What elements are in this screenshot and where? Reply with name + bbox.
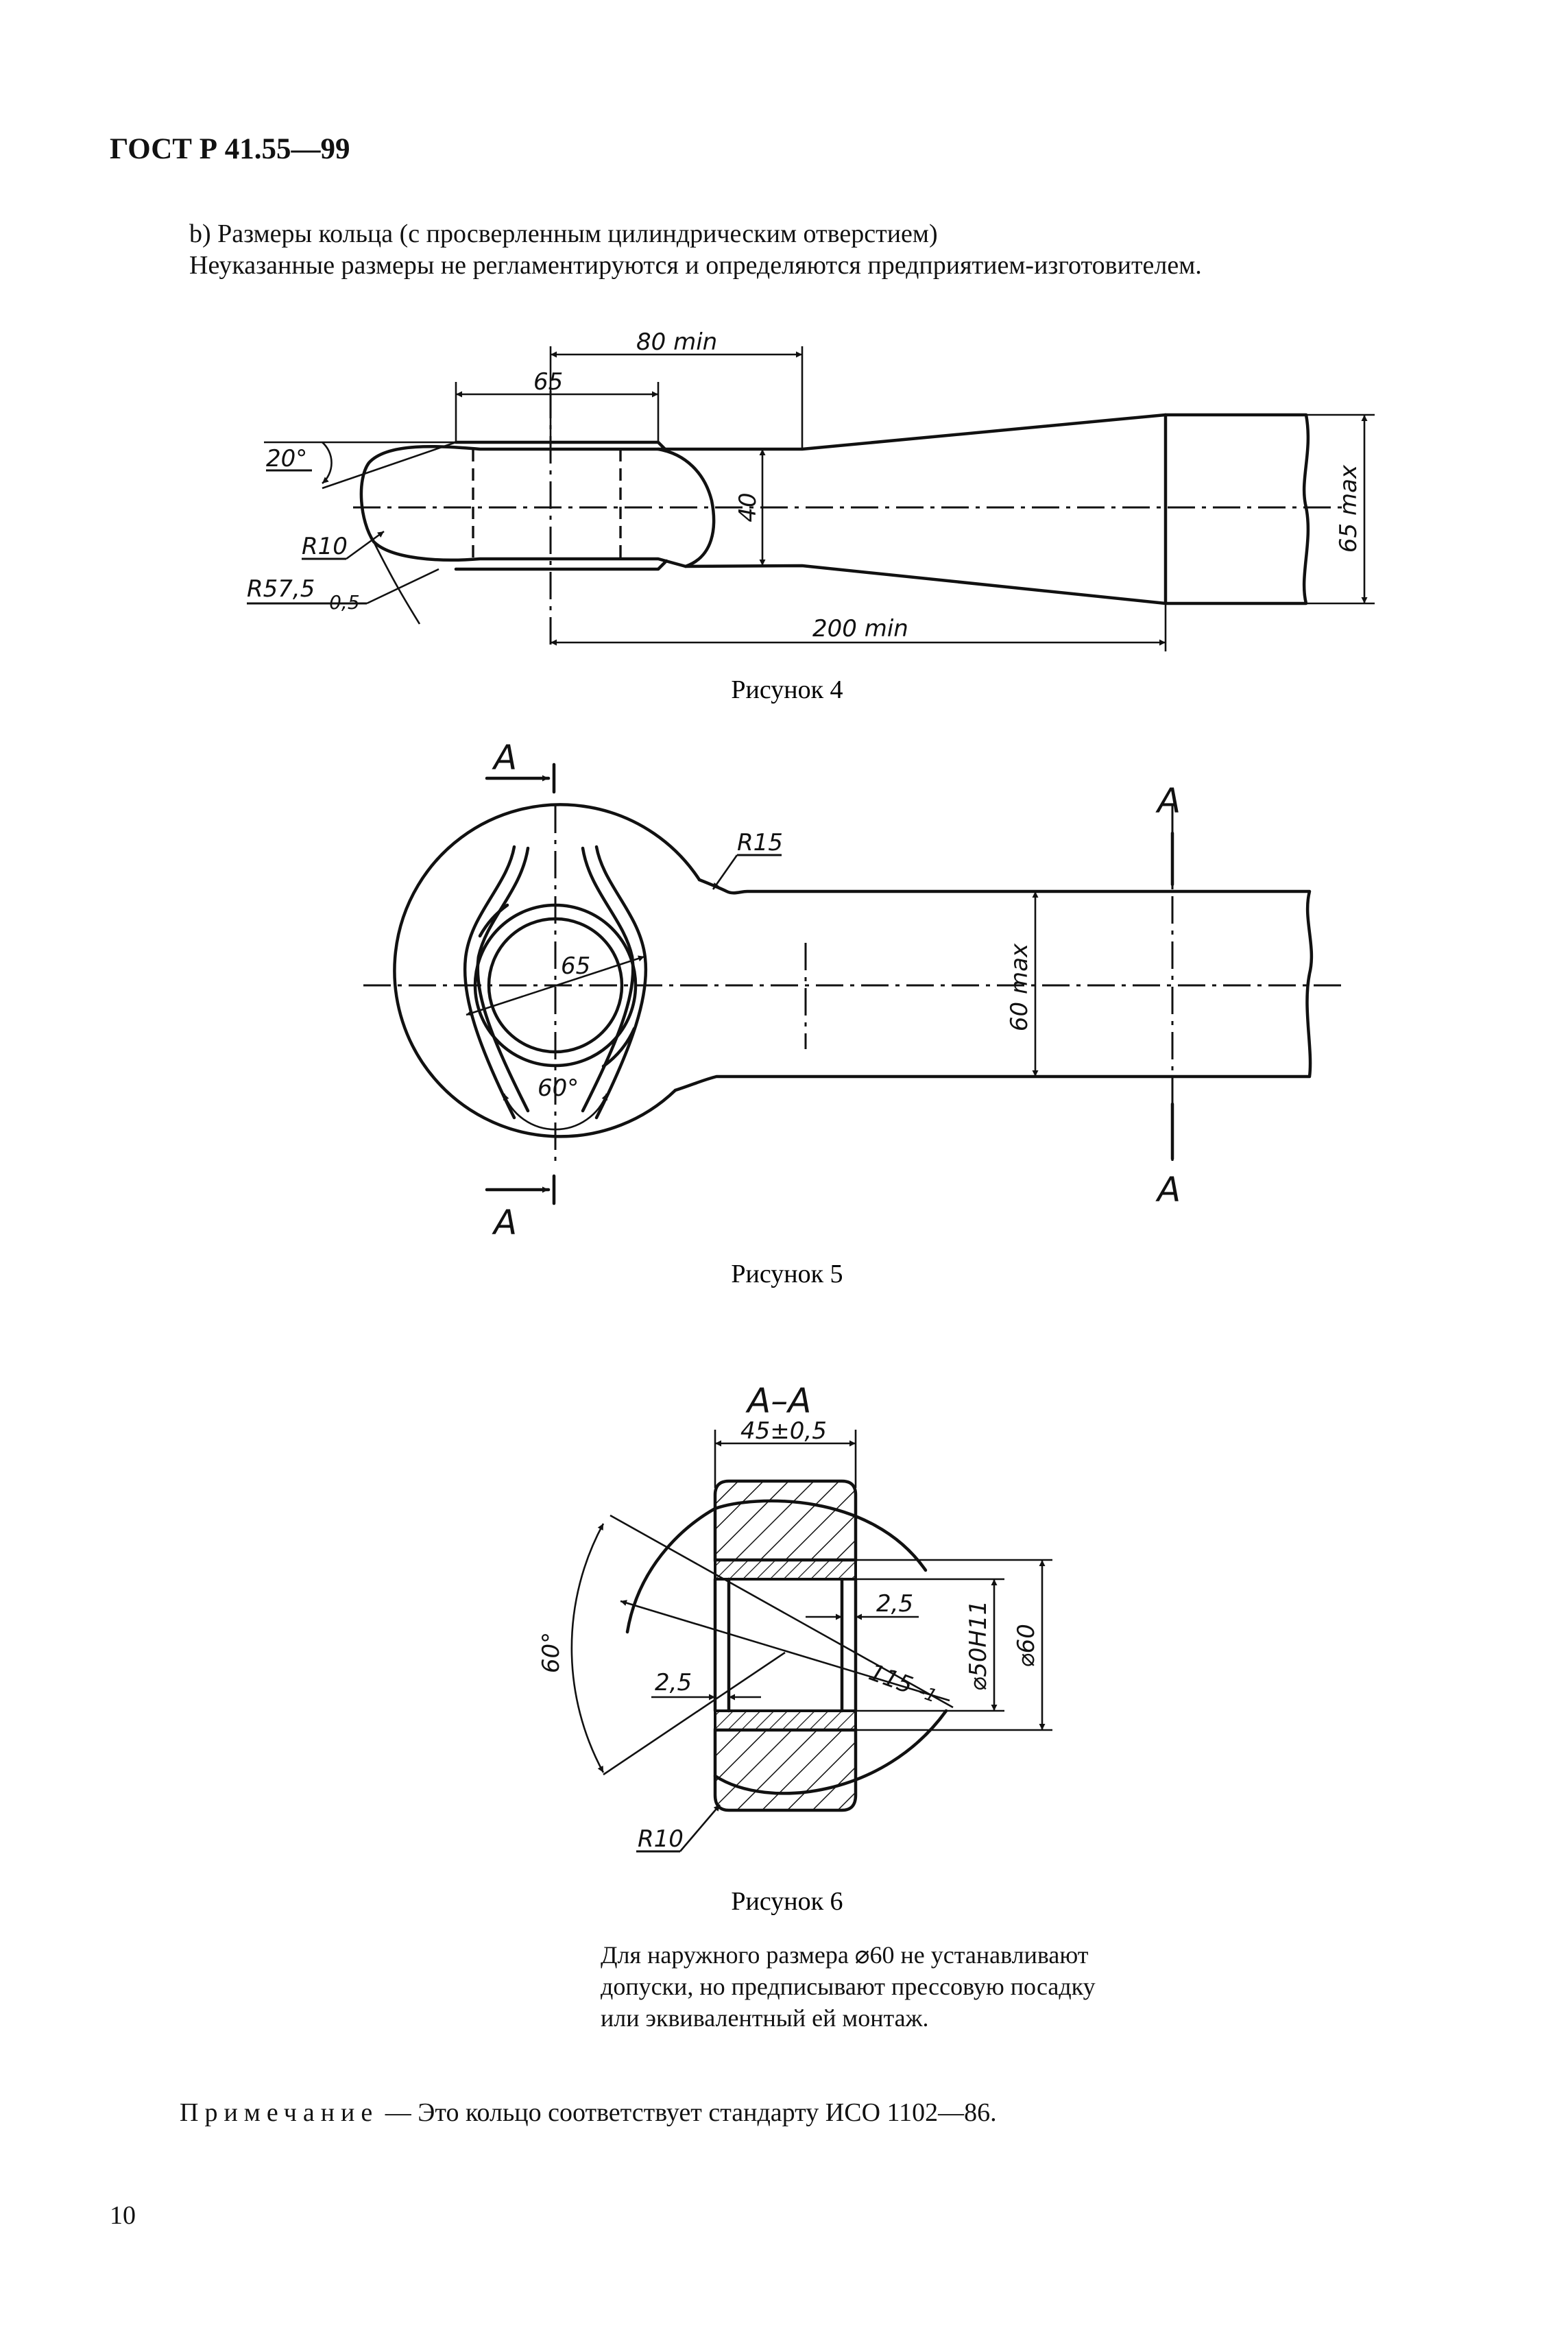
angle-60-section: 60° — [538, 1632, 565, 1673]
figure-6-caption: Рисунок 6 — [731, 1887, 843, 1916]
sphere-arc-upper — [713, 1499, 928, 1572]
dim-d50h11: ⌀50H11 — [965, 1600, 992, 1692]
dim-45: 45±0,5 — [740, 1417, 827, 1445]
angle-20: 20° — [266, 445, 307, 472]
figure-5-drawing: A A A A R15 65 60 max 60° — [363, 738, 1344, 1242]
dim-65-diameter: 65 — [561, 952, 590, 980]
head-bottom-flat — [454, 559, 668, 571]
dim-200-min: 200 min — [812, 615, 908, 642]
dim-80-min: 80 min — [636, 328, 717, 356]
standard-code-header: ГОСТ Р 41.55—99 — [110, 133, 350, 165]
remark-label: Примечание — [180, 2098, 379, 2127]
shank-end-break — [1163, 413, 1310, 605]
section-label-a-top-left: A — [492, 738, 517, 778]
remark-line: Примечание — Это кольцо соответствует ст… — [180, 2100, 997, 2126]
page-number: 10 — [110, 2201, 136, 2230]
intro-line-1: b) Размеры кольца (с просверленным цилин… — [189, 219, 938, 248]
recess-right-outer — [594, 845, 648, 1120]
angle-60-plan: 60° — [538, 1074, 579, 1102]
remark-text: — Это кольцо соответствует стандарту ИСО… — [378, 2098, 997, 2127]
section-label-a-bottom-right: A — [1155, 1170, 1181, 1210]
dim-r115: 115 — [865, 1659, 917, 1700]
dim-r115-tolerance: -1 — [916, 1681, 940, 1707]
section-label-a-bottom-left: A — [492, 1203, 517, 1242]
dim-2-5-left: 2,5 — [655, 1669, 692, 1696]
recess-left-outer — [463, 845, 516, 1120]
shank-outline — [656, 413, 1168, 605]
dim-40: 40 — [734, 492, 762, 522]
dim-65-max: 65 max — [1335, 464, 1362, 553]
recess-left-inner — [476, 846, 530, 1113]
note-paragraph: Для наружного размера ⌀60 не устанавлива… — [601, 1941, 1096, 2032]
section-upper-body — [713, 1479, 858, 1562]
radius-r10: R10 — [302, 533, 348, 560]
bushing-lower — [714, 1709, 857, 1731]
intro-line-2: Неуказанные размеры не регламентируются … — [189, 251, 1202, 280]
section-lower-body — [713, 1728, 858, 1812]
figure-4-drawing: 80 min 65 40 200 min 65 max 20° — [247, 328, 1375, 651]
dim-2-5-right: 2,5 — [876, 1590, 913, 1618]
ring-outer-contour — [393, 803, 701, 1138]
radius-r10-section: R10 — [638, 1825, 684, 1853]
figure-4-caption: Рисунок 4 — [731, 675, 843, 704]
sphere-arc-lower — [713, 1709, 948, 1795]
figure-5-caption: Рисунок 5 — [731, 1260, 843, 1288]
sphere-arc-left — [625, 1506, 717, 1634]
bore-chamfer-arc-tl — [478, 903, 509, 938]
radius-r57: R57,5 — [247, 575, 315, 603]
shank-plan-outline — [673, 878, 1314, 1092]
dim-60-max: 60 max — [1006, 943, 1033, 1031]
bushing-upper — [714, 1559, 857, 1581]
section-label-a-top-right: A — [1155, 781, 1181, 821]
section-title-a-a: A–A — [745, 1381, 811, 1421]
radius-r15: R15 — [737, 829, 783, 856]
dim-d60: ⌀60 — [1013, 1624, 1040, 1668]
figure-6-drawing: A–A 45±0,5 — [538, 1381, 1052, 1853]
dim-65: 65 — [533, 368, 563, 396]
